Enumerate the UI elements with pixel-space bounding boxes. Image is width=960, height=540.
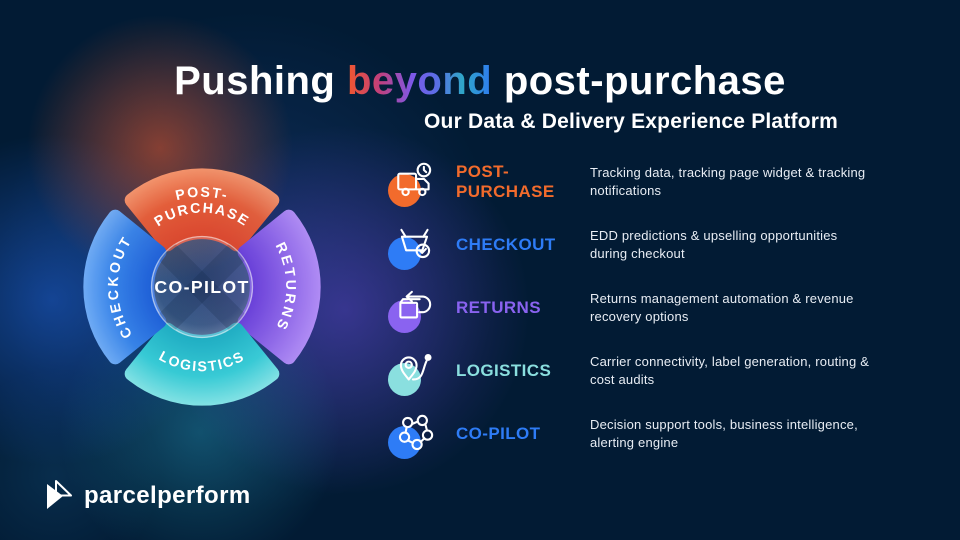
platform-panel: Our Data & Delivery Experience Platform … (388, 110, 874, 465)
petal-post-purchase (124, 168, 280, 252)
box-return-icon (388, 281, 442, 335)
row-label: CO-PILOT (456, 423, 541, 443)
petal-checkout (83, 209, 167, 365)
wheel-svg: POST- PURCHASE RETURNS LOGISTICS CHECKOU… (83, 168, 321, 406)
wheel-label-post-line1: POST- (174, 185, 229, 205)
row-description: Decision support tools, business intelli… (590, 416, 858, 450)
slide-title: Pushing beyond post-purchase (0, 59, 960, 104)
center-glass-circle (150, 235, 254, 339)
platform-heading: Our Data & Delivery Experience Platform (424, 110, 838, 133)
route-pin-icon (388, 344, 442, 398)
row-label: POST-PURCHASE (456, 161, 555, 201)
basket-check-icon (388, 218, 442, 272)
row-description: Carrier connectivity, label generation, … (590, 353, 870, 387)
network-nodes-icon (388, 407, 442, 461)
truck-clock-icon (388, 155, 442, 209)
wheel-center-label: CO-PILOT (154, 277, 249, 297)
row-checkout: CHECKOUT EDD predictions & upselling opp… (388, 213, 874, 276)
row-description: Returns management automation & revenue … (590, 290, 854, 324)
row-logistics: LOGISTICS Carrier connectivity, label ge… (388, 339, 874, 402)
svg-text:POST-: POST- (174, 185, 230, 205)
parcelperform-logo: parcelperform (44, 478, 251, 514)
row-label: RETURNS (456, 297, 541, 317)
title-highlight: beyond (346, 58, 493, 103)
row-co-pilot: CO-PILOT Decision support tools, busines… (388, 402, 874, 465)
row-label: CHECKOUT (456, 234, 556, 254)
title-part-3: post-purchase (492, 58, 786, 103)
row-label: LOGISTICS (456, 360, 552, 380)
parcelperform-logo-icon (47, 480, 72, 509)
row-post-purchase: POST-PURCHASE Tracking data, tracking pa… (388, 150, 874, 213)
row-returns: RETURNS Returns management automation & … (388, 276, 874, 339)
parcelperform-logo-text: parcelperform (84, 482, 251, 509)
row-description: EDD predictions & upselling opportunitie… (590, 227, 838, 261)
petal-returns (237, 209, 321, 365)
petal-logistics (124, 322, 280, 406)
platform-rows: POST-PURCHASE Tracking data, tracking pa… (388, 150, 874, 465)
title-part-1: Pushing (174, 58, 347, 103)
platform-wheel-diagram: POST- PURCHASE RETURNS LOGISTICS CHECKOU… (78, 163, 326, 411)
row-description: Tracking data, tracking page widget & tr… (590, 164, 866, 198)
